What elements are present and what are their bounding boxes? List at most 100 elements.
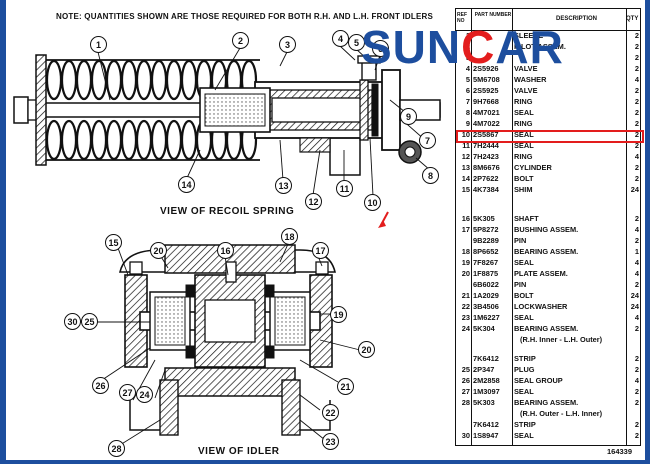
spring-coil <box>105 59 123 101</box>
row-description: SEAL GROUP <box>514 376 563 385</box>
parts-table-row: (R.H. Inner - L.H. Outer) <box>456 335 640 346</box>
parts-table-row: (R.H. Outer - L.H. Inner) <box>456 409 640 420</box>
row-qty: 2 <box>634 174 639 183</box>
row-qty: 2 <box>634 387 639 396</box>
spring-end-plate <box>35 54 47 166</box>
recoil-view-label: VIEW OF RECOIL SPRING <box>160 206 295 217</box>
row-description: BEARING ASSEM. <box>514 398 579 407</box>
row-qty: 2 <box>634 420 639 429</box>
row-qty: 2 <box>634 42 639 51</box>
row-description: PILOT ASSEM. <box>514 42 566 51</box>
row-part-number: 5P8272 <box>473 225 499 234</box>
row-part-number: 7K6412 <box>473 420 499 429</box>
row-part-number: 1A2029 <box>473 291 499 300</box>
callout-1: 1 <box>90 36 107 53</box>
row-ref: 21 <box>461 291 470 300</box>
row-qty: 2 <box>634 431 639 440</box>
row-ref: 23 <box>461 313 470 322</box>
callout-3: 3 <box>279 36 296 53</box>
row-description: (R.H. Outer - L.H. Inner) <box>520 409 603 418</box>
row-qty: 2 <box>634 130 639 139</box>
row-part-number: 2P7622 <box>473 174 499 183</box>
row-part-number: 7H2423 <box>473 152 499 161</box>
row-part-number: 7F8267 <box>473 258 499 267</box>
row-qty: 2 <box>634 280 639 289</box>
row-description: STRIP <box>514 420 536 429</box>
row-part-number: 2S5926 <box>473 64 499 73</box>
row-qty: 2 <box>634 236 639 245</box>
callout-7: 7 <box>419 132 436 149</box>
row-qty: 2 <box>634 324 639 333</box>
row-qty: 2 <box>634 365 639 374</box>
row-description: PIN <box>514 280 527 289</box>
row-description: BOLT <box>514 291 534 300</box>
row-description: VALVE <box>514 64 538 73</box>
callout-28: 28 <box>108 440 125 457</box>
row-part-number: 2M2858 <box>473 376 500 385</box>
row-qty: 4 <box>634 376 639 385</box>
row-qty: 24 <box>630 291 639 300</box>
row-part-number: 5K305 <box>473 214 495 223</box>
quantity-note: NOTE: QUANTITIES SHOWN ARE THOSE REQUIRE… <box>56 12 434 21</box>
spring-coil <box>45 119 63 161</box>
callout-27: 27 <box>119 384 136 401</box>
callout-22: 22 <box>322 404 339 421</box>
row-description: PIN <box>514 236 527 245</box>
row-qty: 2 <box>634 214 639 223</box>
row-ref: 5 <box>465 75 470 84</box>
row-part-number: 5M6708 <box>473 75 500 84</box>
row-description: WASHER <box>514 75 547 84</box>
row-qty: 2 <box>634 31 639 40</box>
row-qty: 2 <box>634 53 639 62</box>
row-part-number: 4M7022 <box>473 119 500 128</box>
row-description: PLATE ASSEM. <box>514 269 568 278</box>
highlighted-row-frame <box>456 130 644 143</box>
callout-8: 8 <box>422 167 439 184</box>
rod-nut <box>13 96 29 124</box>
frame-right-border <box>645 0 650 464</box>
callout-2: 2 <box>232 32 249 49</box>
row-part-number: 2P347 <box>473 365 495 374</box>
spring-coil <box>135 119 153 161</box>
row-description: SHAFT <box>514 214 539 223</box>
row-ref: 26 <box>461 376 470 385</box>
row-description: SEAL <box>514 141 534 150</box>
row-part-number: 9H7668 <box>473 97 499 106</box>
row-description: BUSHING ASSEM. <box>514 225 579 234</box>
callout-6: 6 <box>372 40 389 57</box>
row-qty: 24 <box>630 302 639 311</box>
callout-24: 24 <box>136 386 153 403</box>
highlight-arrow <box>378 211 389 228</box>
row-part-number: 7H2444 <box>473 141 499 150</box>
row-qty: 4 <box>634 75 639 84</box>
spring-coil <box>165 119 183 161</box>
callout-19: 19 <box>330 306 347 323</box>
callout-17: 17 <box>312 242 329 259</box>
recoil-yoke <box>381 69 401 151</box>
callout-15: 15 <box>105 234 122 251</box>
row-ref: 12 <box>461 152 470 161</box>
row-part-number: 2S5867 <box>473 130 499 139</box>
idler-assembly <box>70 243 361 446</box>
spring-coil <box>60 119 78 161</box>
callout-16: 16 <box>217 242 234 259</box>
callout-21: 21 <box>337 378 354 395</box>
row-description: SEAL <box>514 313 534 322</box>
row-qty: 2 <box>634 108 639 117</box>
row-qty: 24 <box>630 185 639 194</box>
spring-coil <box>45 59 63 101</box>
row-description: SEAL <box>514 130 534 139</box>
